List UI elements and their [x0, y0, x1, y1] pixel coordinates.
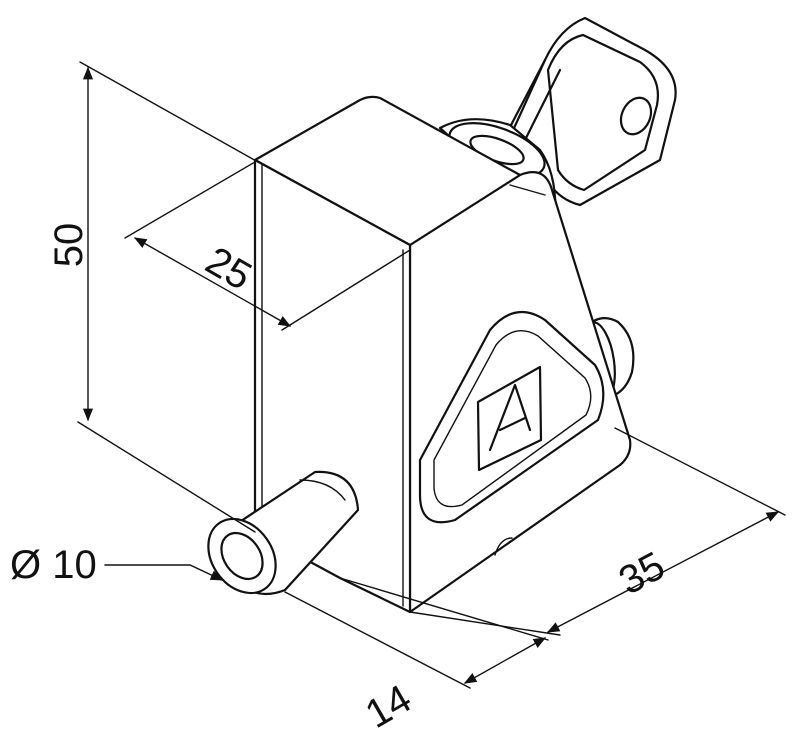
- dimension-lines: [82, 66, 780, 684]
- extension-lines: [77, 61, 786, 689]
- bolt-diameter-dimension-label: Ø 10: [10, 543, 97, 587]
- bolt-length-dimension-label: 14: [358, 677, 419, 737]
- triangle-lock-logo: [418, 310, 605, 524]
- height-dimension-label: 50: [47, 223, 91, 268]
- width-dimension-label: 25: [198, 239, 259, 299]
